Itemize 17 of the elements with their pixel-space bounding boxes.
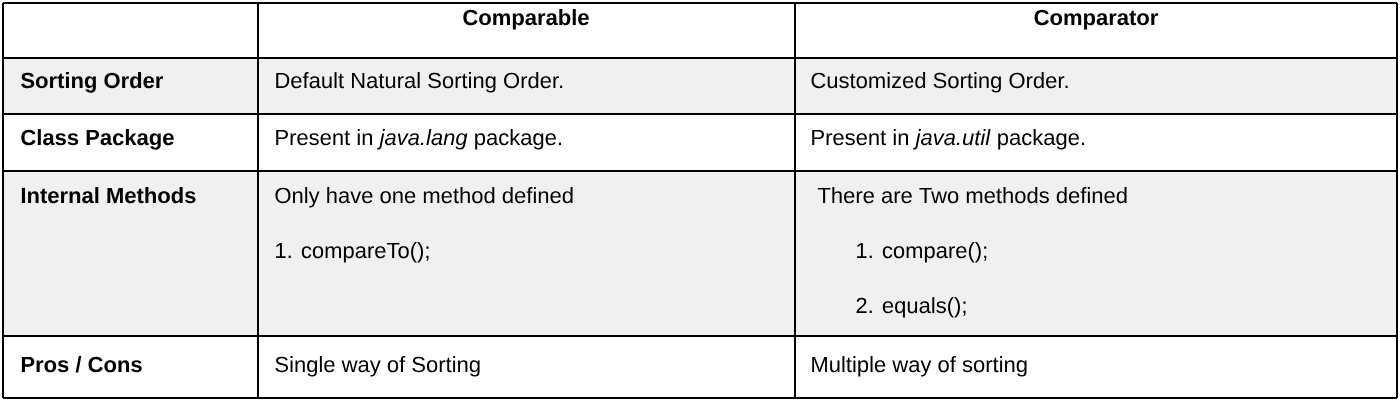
list-item: 1. compare(); xyxy=(857,242,987,263)
cell-text: Only have one method defined xyxy=(275,187,573,208)
row-header: Pros / Cons xyxy=(21,356,142,373)
cell-text: Multiple way of sorting xyxy=(812,356,1027,377)
cell-text: There are Two methods defined xyxy=(817,187,1127,204)
cell-text: Default Natural Sorting Order. xyxy=(276,72,563,93)
column-header: Comparable xyxy=(463,9,589,30)
cell-text: Single way of Sorting xyxy=(275,356,480,377)
row-header: Sorting Order xyxy=(21,72,164,93)
row-header: Internal Methods xyxy=(21,187,196,204)
row-header: Class Package xyxy=(21,129,174,150)
cell-text: Customized Sorting Order. xyxy=(811,72,1068,93)
column-header: Comparator xyxy=(1034,9,1158,30)
list-item: 2. equals(); xyxy=(856,297,966,318)
cell-text: Present in java.util package. xyxy=(812,129,1085,150)
list-item: 1. compareTo(); xyxy=(276,242,429,263)
cell-text: Present in java.lang package. xyxy=(276,129,561,150)
